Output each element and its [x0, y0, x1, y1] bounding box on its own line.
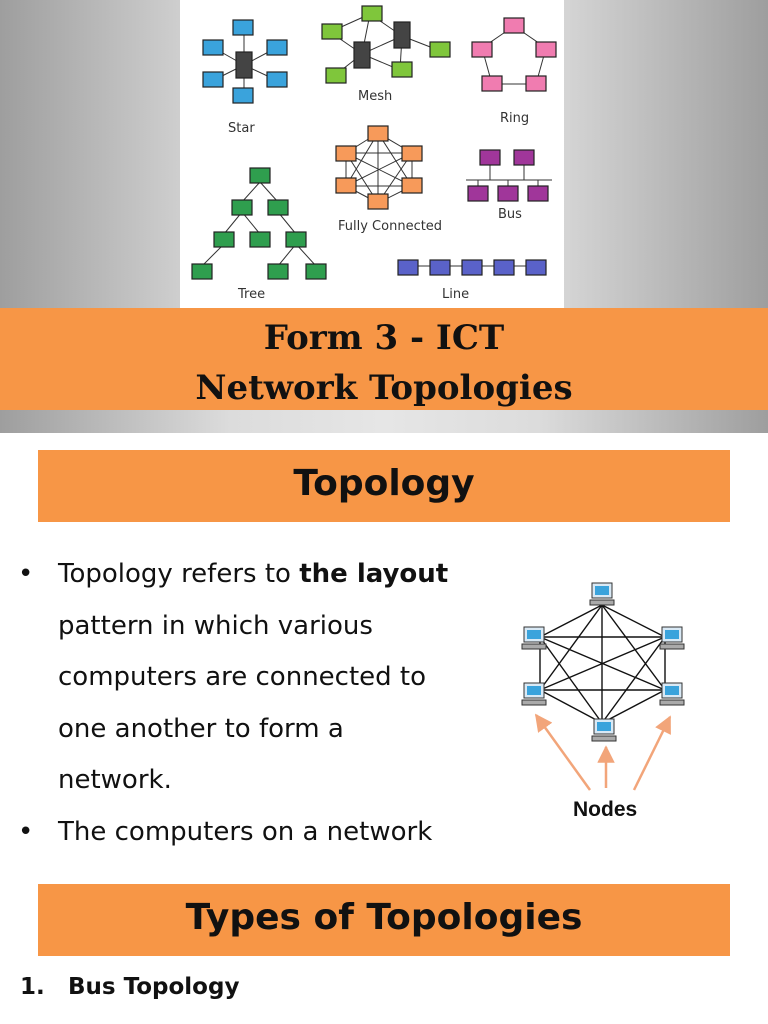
- bullet-1-bold: the layout: [299, 559, 449, 589]
- tree-label: Tree: [237, 287, 265, 302]
- arrows: [534, 713, 672, 791]
- types-heading: Types of Topologies: [185, 897, 583, 938]
- slide-title-line1: Form 3 - ICT: [263, 318, 505, 358]
- types-heading-bar: [38, 884, 730, 956]
- nodes-label: Nodes: [573, 798, 637, 821]
- list-number: 1.: [20, 974, 45, 1000]
- star-label: Star: [228, 121, 255, 136]
- slide-divider: [0, 433, 768, 436]
- title-band: [0, 308, 768, 410]
- ring-label: Ring: [500, 111, 529, 126]
- topologies-svg: Star Mesh Ring Fully Connected Bus Tree …: [191, 5, 557, 302]
- list-item-bus-topology: Bus Topology: [68, 974, 240, 1000]
- bullet-dot: •: [18, 559, 34, 589]
- bullet-dot: •: [18, 817, 34, 847]
- line-label: Line: [442, 287, 469, 302]
- computer-icon: [521, 582, 685, 742]
- topology-heading-bar: [38, 450, 730, 522]
- fully-connected-label: Fully Connected: [338, 219, 442, 234]
- bullet-1-line3: computers are connected to: [58, 662, 427, 692]
- bullet-1-text: Topology refers to the layout pattern in…: [58, 549, 498, 807]
- nodes-diagram: Nodes: [521, 582, 685, 821]
- bullet-1-line2: pattern in which various: [58, 610, 373, 641]
- title-slide: Star Mesh Ring Fully Connected Bus Tree …: [0, 0, 768, 433]
- bullet-1-line4: one another to form a: [58, 713, 344, 744]
- topologies-illustration: Star Mesh Ring Fully Connected Bus Tree …: [180, 0, 564, 308]
- topology-heading: Topology: [293, 463, 475, 504]
- slide-title-line2: Network Topologies: [195, 368, 573, 408]
- bullet-2-text: The computers on a network: [58, 817, 433, 847]
- bullet-1-lead: Topology refers to: [58, 559, 300, 589]
- mesh-label: Mesh: [358, 89, 392, 104]
- bus-label: Bus: [498, 207, 522, 222]
- bullet-1-line5: network.: [58, 765, 172, 795]
